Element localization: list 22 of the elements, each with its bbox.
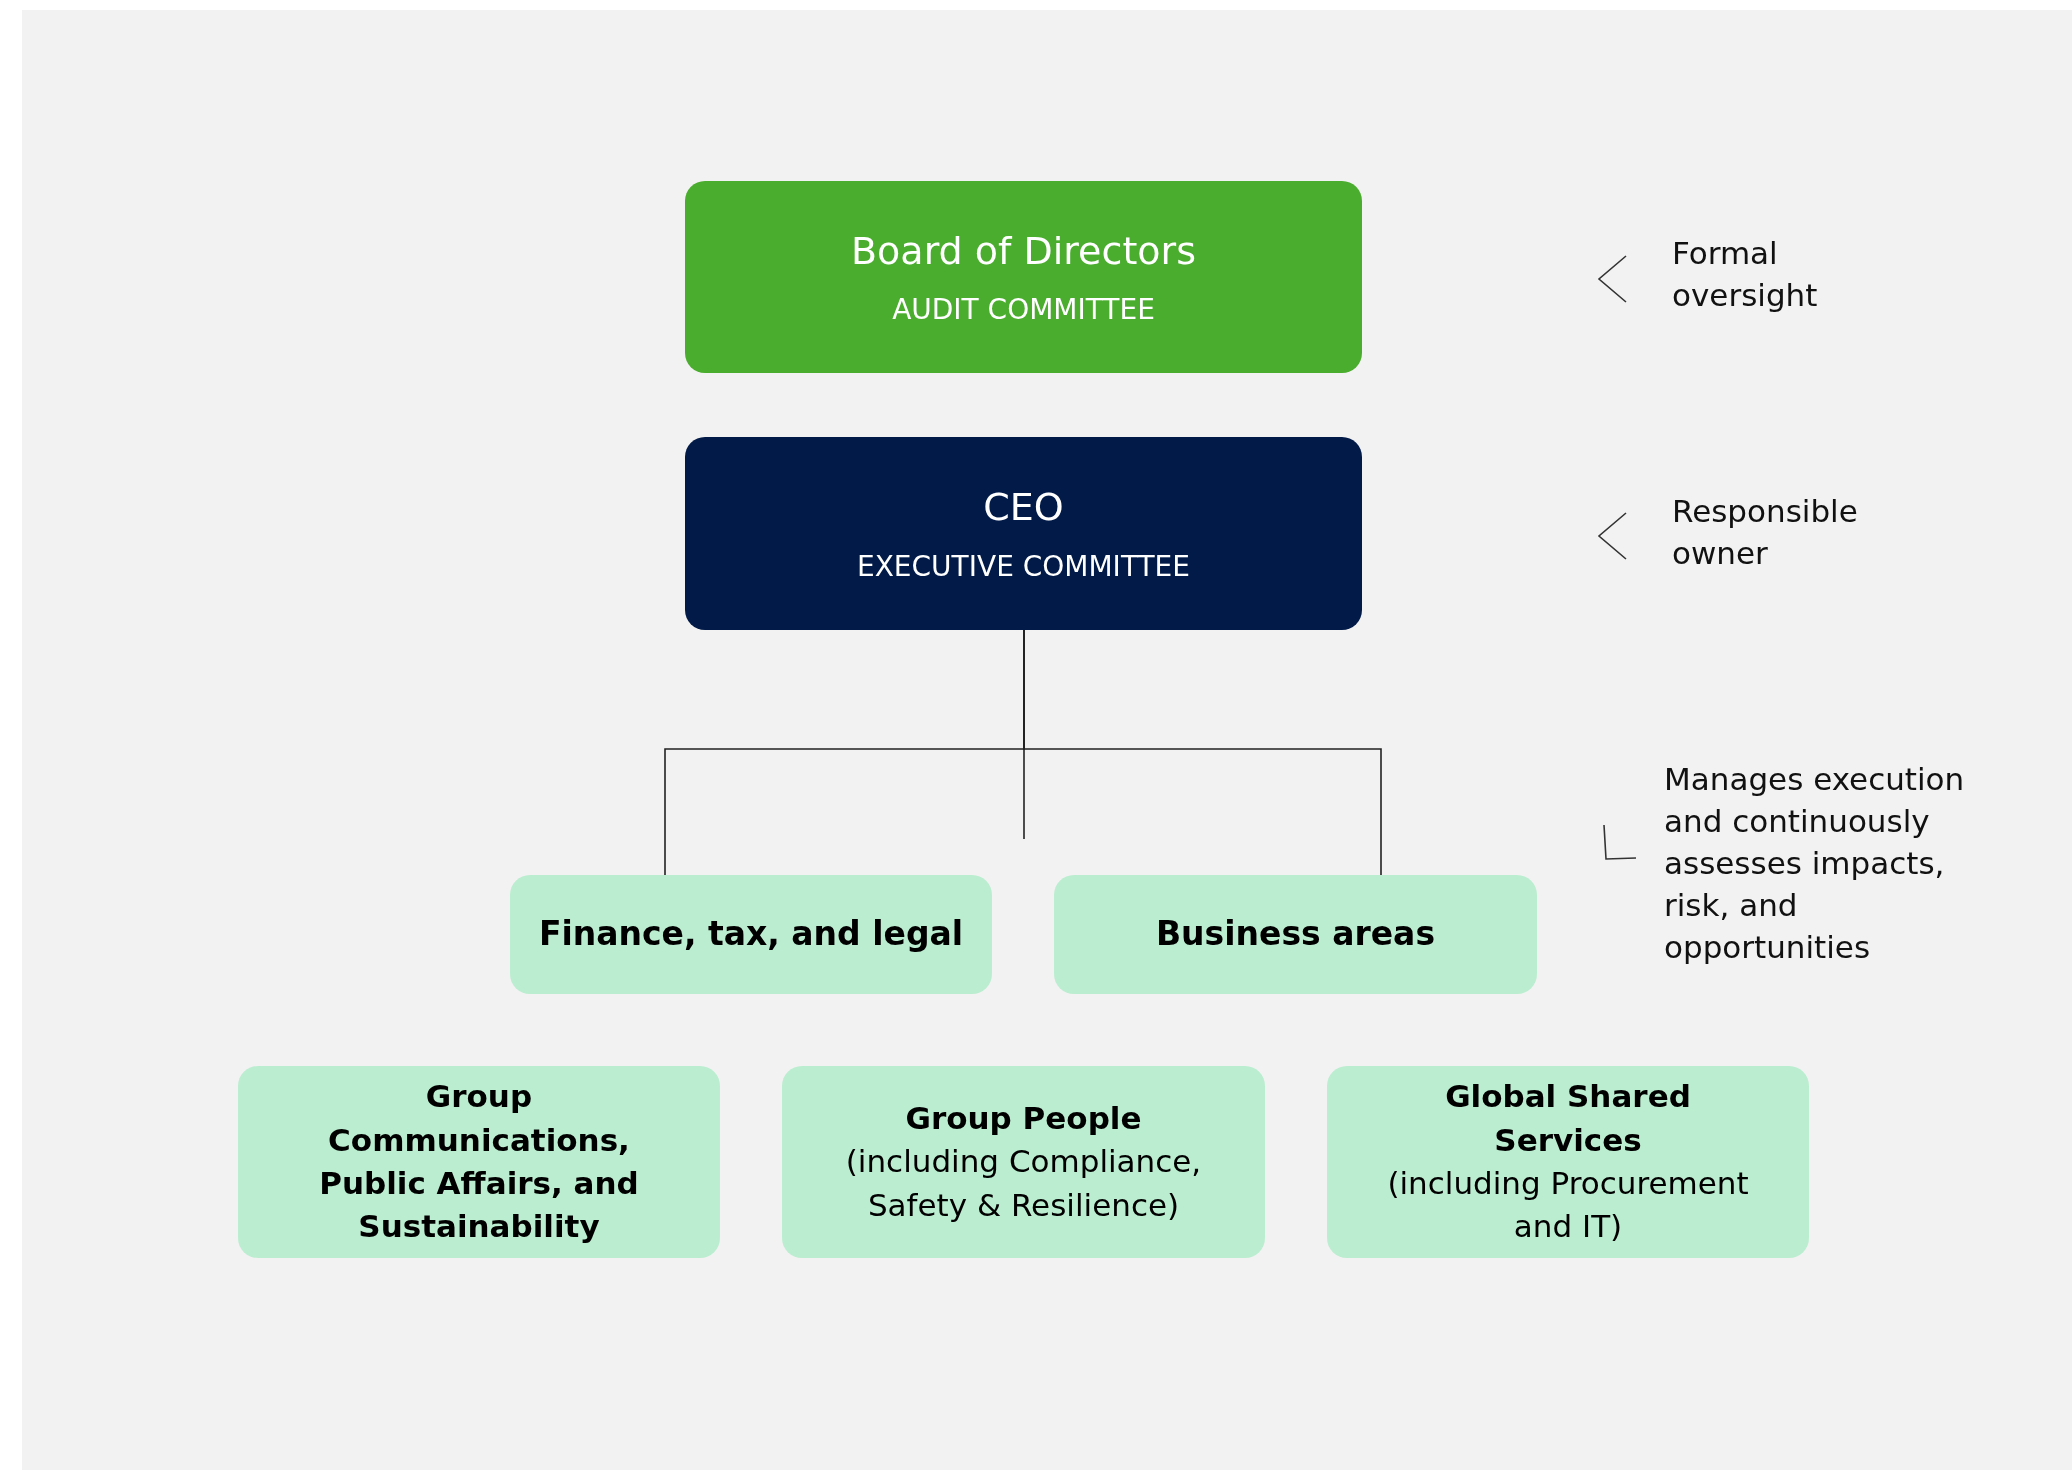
title-box xyxy=(685,181,1362,373)
department-box xyxy=(238,1066,720,1258)
box-subtitle: EXECUTIVE COMMITTEE xyxy=(857,548,1190,585)
box-subtitle: AUDIT COMMITTEE xyxy=(892,292,1155,328)
box-subtitle: (including Compliance, Safety & Resilience) xyxy=(844,1142,1203,1225)
department-box xyxy=(1327,1066,1809,1258)
side-note: Manages execution and continuously assesses impacts, risk, and opportunities xyxy=(1664,760,1966,967)
box-subtitle: (including Procurement and IT) xyxy=(1386,1164,1750,1247)
box-title: Group Communications, Public Affairs, and Sustainability xyxy=(318,1077,640,1247)
department-box xyxy=(510,875,992,994)
box-title: Group People xyxy=(905,1098,1142,1138)
connector-line xyxy=(1023,629,1382,876)
box-title: Business areas xyxy=(1155,913,1436,956)
department-box xyxy=(1054,875,1537,994)
box-title: Board of Directors xyxy=(851,227,1196,275)
side-note: Responsible owner xyxy=(1672,492,1859,573)
box-title: Finance, tax, and legal xyxy=(538,913,964,956)
box-title: Global Shared Services xyxy=(1444,1077,1692,1160)
box-title: CEO xyxy=(983,484,1064,532)
title-box xyxy=(685,437,1362,630)
side-note: Formal oversight xyxy=(1672,234,1819,315)
department-box xyxy=(782,1066,1265,1258)
